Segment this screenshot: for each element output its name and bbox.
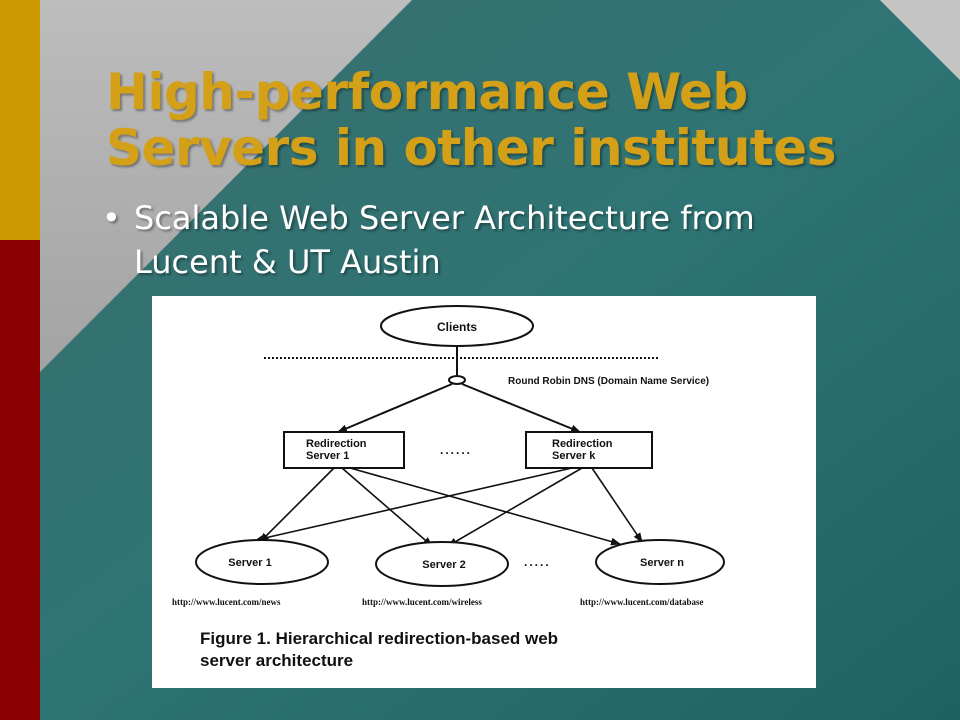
dns-to-redirection-1-arrow xyxy=(337,383,453,433)
bullet-dot-icon: • xyxy=(102,199,121,237)
server-n-label: Server n xyxy=(640,557,684,569)
redirection-server-k-box xyxy=(525,431,653,469)
url-news: http://www.lucent.com/news xyxy=(172,597,281,607)
redirection-server-1-box xyxy=(283,431,405,469)
url-database: http://www.lucent.com/database xyxy=(580,597,704,607)
server-2-node xyxy=(375,541,509,587)
dns-to-redirection-k-arrow xyxy=(461,383,581,433)
dns-node xyxy=(448,375,466,385)
url-wireless: http://www.lucent.com/wireless xyxy=(362,597,482,607)
redir1-to-servern-arrow xyxy=(349,467,621,546)
left-bar-red xyxy=(0,240,40,720)
redirk-to-server2-arrow xyxy=(447,467,583,547)
dns-label: Round Robin DNS (Domain Name Service) xyxy=(508,376,709,387)
server-2-label: Server 2 xyxy=(422,559,465,571)
redirection-server-1-label-line-2: Server 1 xyxy=(306,450,349,462)
server-1-node xyxy=(195,539,329,585)
server-1-label: Server 1 xyxy=(228,557,271,569)
redirk-to-server1-arrow xyxy=(255,467,573,542)
figure-caption-line-2: server architecture xyxy=(200,651,353,670)
figure-caption-line-1: Figure 1. Hierarchical redirection-based… xyxy=(200,629,558,648)
redir1-to-server2-arrow xyxy=(341,467,433,547)
bullet-text-line-2: Lucent & UT Austin xyxy=(134,243,441,281)
bullet-text-line-1: Scalable Web Server Architecture from xyxy=(134,199,755,237)
slide-title: High-performance Web Servers in other in… xyxy=(106,64,926,176)
redir1-to-server1-arrow xyxy=(259,467,335,543)
left-bar-gold xyxy=(0,0,40,240)
servers-ellipsis: ..... xyxy=(524,555,551,569)
architecture-diagram: Clients Round Robin DNS (Domain Name Ser… xyxy=(172,305,725,670)
architecture-figure: Clients Round Robin DNS (Domain Name Ser… xyxy=(152,296,816,688)
redirection-server-1-label-line-1: Redirection xyxy=(306,438,367,450)
redirection-server-k-label-line-2: Server k xyxy=(552,450,596,462)
bullet-item: • Scalable Web Server Architecture from … xyxy=(100,196,860,284)
title-line-1: High-performance Web xyxy=(106,63,748,121)
corner-triangle-top-right xyxy=(880,0,960,80)
title-line-2: Servers in other institutes xyxy=(106,119,836,177)
redirection-server-k-label-line-1: Redirection xyxy=(552,438,613,450)
redirk-to-servern-arrow xyxy=(591,467,643,543)
redirection-ellipsis: ...... xyxy=(440,443,472,457)
clients-label: Clients xyxy=(437,320,477,334)
server-n-node xyxy=(595,539,725,585)
bullet-list: • Scalable Web Server Architecture from … xyxy=(100,196,860,284)
